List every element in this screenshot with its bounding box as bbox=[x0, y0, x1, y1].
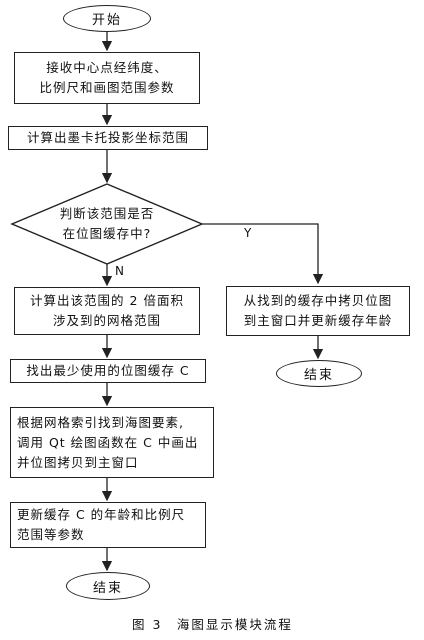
decision-text: 判断该范围是否 在位图缓存中? bbox=[32, 204, 182, 244]
update-cache-box: 更新缓存 C 的年龄和比例尺 范围等参数 bbox=[10, 502, 206, 548]
decision-line2: 在位图缓存中? bbox=[62, 226, 152, 241]
update-cache-line1: 更新缓存 C 的年龄和比例尺 bbox=[17, 507, 186, 522]
compute-mercator-label: 计算出墨卡托投影坐标范围 bbox=[26, 130, 189, 145]
no-label: N bbox=[115, 264, 124, 278]
receive-params-box: 接收中心点经纬度、 比例尺和画图范围参数 bbox=[14, 52, 200, 104]
start-terminal: 开始 bbox=[63, 5, 151, 32]
end-label: 结束 bbox=[92, 580, 123, 596]
yes-label: Y bbox=[244, 226, 252, 240]
receive-params-line2: 比例尺和画图范围参数 bbox=[39, 80, 175, 95]
receive-params-line1: 接收中心点经纬度、 bbox=[46, 60, 168, 75]
yes-end-label: 结束 bbox=[303, 368, 334, 383]
compute-grid-range-box: 计算出该范围的 2 倍面积 涉及到的网格范围 bbox=[14, 287, 200, 335]
compute-grid-range-line2: 涉及到的网格范围 bbox=[52, 313, 161, 328]
find-lru-cache-label: 找出最少使用的位图缓存 C bbox=[26, 363, 190, 378]
copy-from-cache-line2: 到主窗口并更新缓存年龄 bbox=[243, 313, 393, 328]
draw-chart-line2: 调用 Qt 绘图函数在 C 中画出 bbox=[17, 434, 199, 450]
copy-from-cache-box: 从找到的缓存中拷贝位图 到主窗口并更新缓存年龄 bbox=[226, 286, 410, 336]
draw-chart-line3: 并位图拷贝到主窗口 bbox=[17, 454, 139, 470]
end-terminal: 结束 bbox=[66, 572, 150, 600]
figure-caption: 图 3 海图显示模块流程 bbox=[132, 617, 293, 632]
find-lru-cache-box: 找出最少使用的位图缓存 C bbox=[10, 359, 206, 383]
start-label: 开始 bbox=[91, 13, 122, 28]
compute-grid-range-line1: 计算出该范围的 2 倍面积 bbox=[30, 293, 184, 308]
decision-line1: 判断该范围是否 bbox=[59, 206, 155, 221]
draw-chart-line1: 根据网格索引找到海图要素, bbox=[17, 414, 184, 430]
draw-chart-box: 根据网格索引找到海图要素, 调用 Qt 绘图函数在 C 中画出 并位图拷贝到主窗… bbox=[10, 407, 214, 478]
compute-mercator-box: 计算出墨卡托投影坐标范围 bbox=[8, 126, 208, 150]
yes-end-terminal: 结束 bbox=[276, 360, 362, 387]
update-cache-line2: 范围等参数 bbox=[17, 527, 85, 542]
copy-from-cache-line1: 从找到的缓存中拷贝位图 bbox=[243, 293, 393, 308]
